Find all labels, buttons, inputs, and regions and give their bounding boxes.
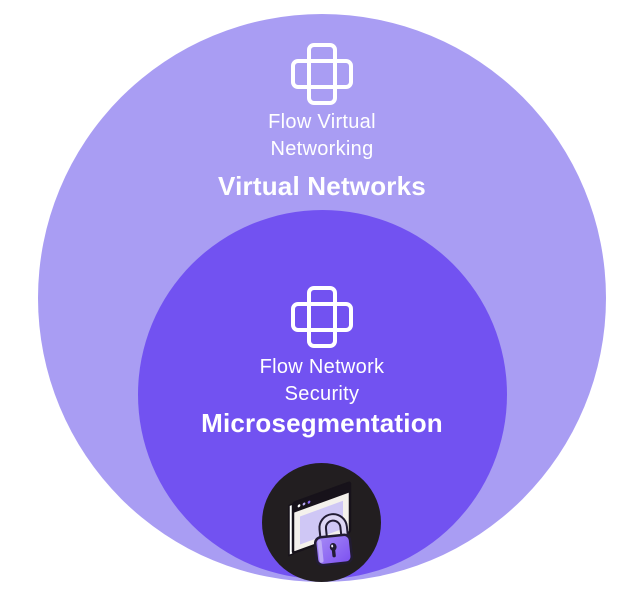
flow-virtual-networking-icon [291, 43, 353, 105]
virtual-networks-title: Virtual Networks [218, 171, 426, 201]
flow-network-security-label: Flow Network Security [259, 356, 385, 405]
microsegmentation-title: Microsegmentation [201, 408, 443, 438]
flow-network-security-icon [291, 286, 353, 348]
browser-with-padlock-icon [288, 481, 354, 567]
flow-virtual-networking-label: Flow Virtual Networking [268, 111, 376, 160]
security-badge [262, 463, 381, 582]
